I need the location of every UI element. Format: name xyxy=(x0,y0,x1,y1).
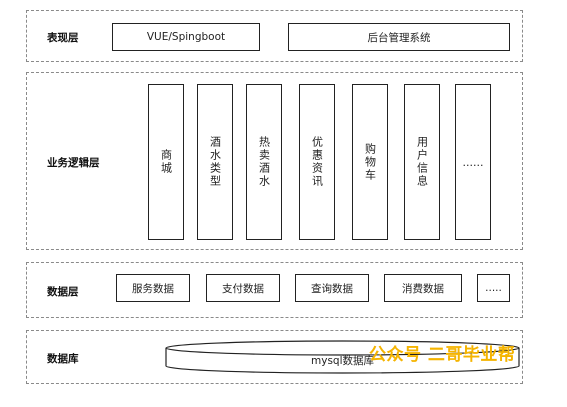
data-consumption-box: 消费数据 xyxy=(384,274,462,302)
data-query-box: 查询数据 xyxy=(295,274,369,302)
data-layer-label: 数据层 xyxy=(47,286,79,298)
database-layer: 数据库 xyxy=(26,330,523,384)
presentation-layer-label: 表现层 xyxy=(47,32,79,44)
module-promotions: 优惠资讯 xyxy=(299,84,335,240)
data-layer: 数据层 xyxy=(26,262,523,318)
data-more-box: ..... xyxy=(477,274,510,302)
module-cart-label: 购物车 xyxy=(363,142,377,182)
module-drink-type: 酒水类型 xyxy=(197,84,233,240)
module-hot-drinks: 热卖酒水 xyxy=(246,84,282,240)
mysql-database-label: mysql数据库 xyxy=(311,355,374,367)
module-user-info: 用户信息 xyxy=(404,84,440,240)
business-layer-label: 业务逻辑层 xyxy=(47,157,100,169)
database-cylinder-icon xyxy=(165,340,520,374)
module-mall-label: 商城 xyxy=(159,149,173,175)
mysql-database-cylinder: mysql数据库 xyxy=(165,340,520,374)
module-drink-type-label: 酒水类型 xyxy=(208,136,222,188)
module-more-label: ...... xyxy=(462,155,484,169)
business-layer: 业务逻辑层 xyxy=(26,72,523,250)
module-mall: 商城 xyxy=(148,84,184,240)
module-cart: 购物车 xyxy=(352,84,388,240)
data-service-box: 服务数据 xyxy=(116,274,190,302)
module-more: ...... xyxy=(455,84,491,240)
database-layer-label: 数据库 xyxy=(47,353,79,365)
data-payment-box: 支付数据 xyxy=(206,274,280,302)
watermark-text: 公众号 二哥毕业帮 xyxy=(369,345,516,365)
module-hot-drinks-label: 热卖酒水 xyxy=(257,136,271,188)
vue-springboot-box: VUE/Spingboot xyxy=(112,23,260,51)
admin-system-box: 后台管理系统 xyxy=(288,23,510,51)
module-promotions-label: 优惠资讯 xyxy=(310,136,324,188)
presentation-layer: 表现层 xyxy=(26,10,523,62)
module-user-info-label: 用户信息 xyxy=(415,136,429,188)
